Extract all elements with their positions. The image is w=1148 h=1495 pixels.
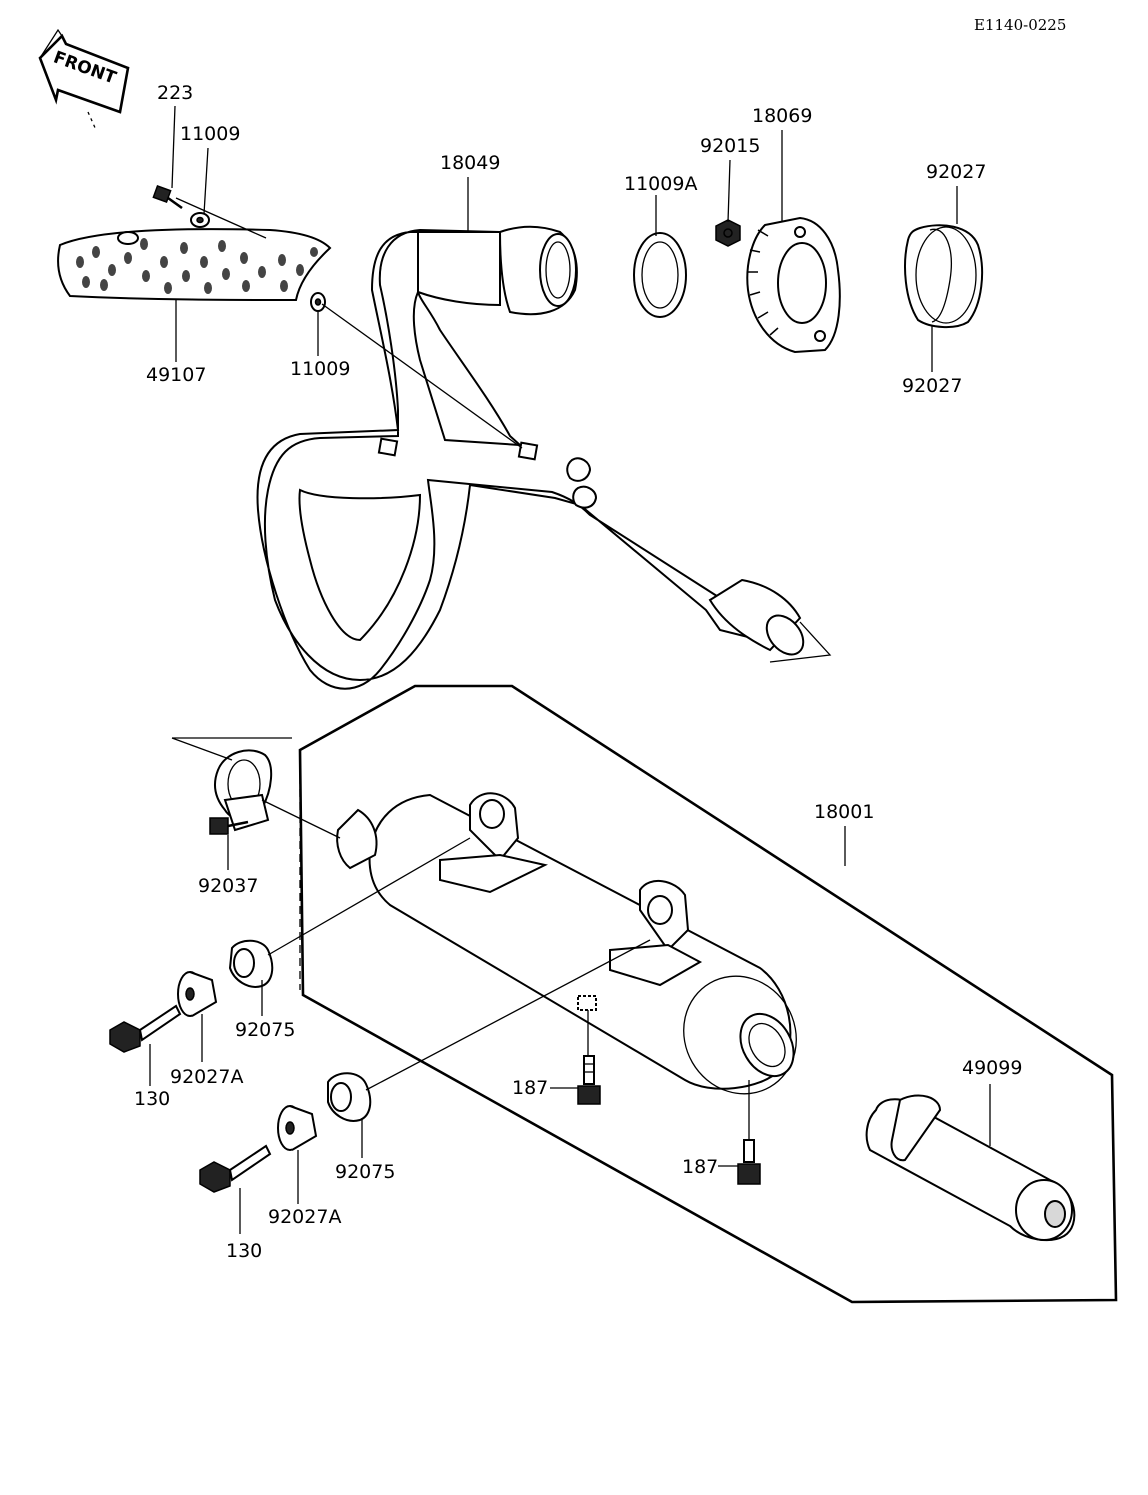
washer-11009-bottom: [310, 292, 326, 312]
diagram-code: E1140-0225: [974, 16, 1067, 34]
flange-18069: [746, 216, 841, 354]
part-label-130-a: 130: [134, 1088, 171, 1110]
part-label-187-a: 187: [512, 1077, 549, 1099]
part-label-18001: 18001: [814, 801, 875, 823]
collar-92027A-a: [177, 971, 218, 1017]
washer-11009-top: [190, 212, 210, 228]
nut-92015: [715, 219, 741, 247]
part-label-223: 223: [157, 82, 194, 104]
part-label-92075-a: 92075: [235, 1019, 296, 1041]
bolt-130-b: [199, 1144, 272, 1193]
front-arrow-icon: [38, 28, 130, 131]
grommet-92075-a: [228, 939, 274, 988]
part-label-18069: 18069: [752, 105, 813, 127]
spark-arrester-49099: [865, 1094, 1076, 1242]
part-label-92075-b: 92075: [335, 1161, 396, 1183]
muffler-assembly-boundary: [298, 684, 1118, 1304]
gasket-11009A: [633, 232, 687, 318]
clamp-92037: [209, 749, 273, 835]
bolt-223: [152, 185, 183, 210]
part-label-11009-bottom: 11009: [290, 358, 351, 380]
bolt-130-a: [109, 1004, 182, 1053]
part-label-49099: 49099: [962, 1057, 1023, 1079]
ring-92027: [904, 224, 984, 328]
leader-lines: [149, 105, 991, 1234]
part-label-92027A-b: 92027A: [268, 1206, 342, 1228]
collar-92027A-b: [277, 1105, 318, 1151]
heat-guard-49107: [57, 228, 332, 302]
part-label-11009-top: 11009: [180, 123, 241, 145]
part-label-18049: 18049: [440, 152, 501, 174]
part-label-130-b: 130: [226, 1240, 263, 1262]
exhaust-pipe-18049: [256, 225, 832, 690]
muffler-18001: [336, 792, 797, 1095]
part-label-92027-bottom: 92027: [902, 375, 963, 397]
part-label-92027-top: 92027: [926, 161, 987, 183]
bolt-187-a: [577, 1055, 601, 1105]
part-label-92037: 92037: [198, 875, 259, 897]
part-label-92015: 92015: [700, 135, 761, 157]
part-label-11009A: 11009A: [624, 173, 698, 195]
bolt-187-b: [737, 1139, 761, 1185]
part-label-92027A-a: 92027A: [170, 1066, 244, 1088]
part-label-49107: 49107: [146, 364, 207, 386]
part-label-187-b: 187: [682, 1156, 719, 1178]
grommet-92075-b: [327, 1072, 372, 1122]
